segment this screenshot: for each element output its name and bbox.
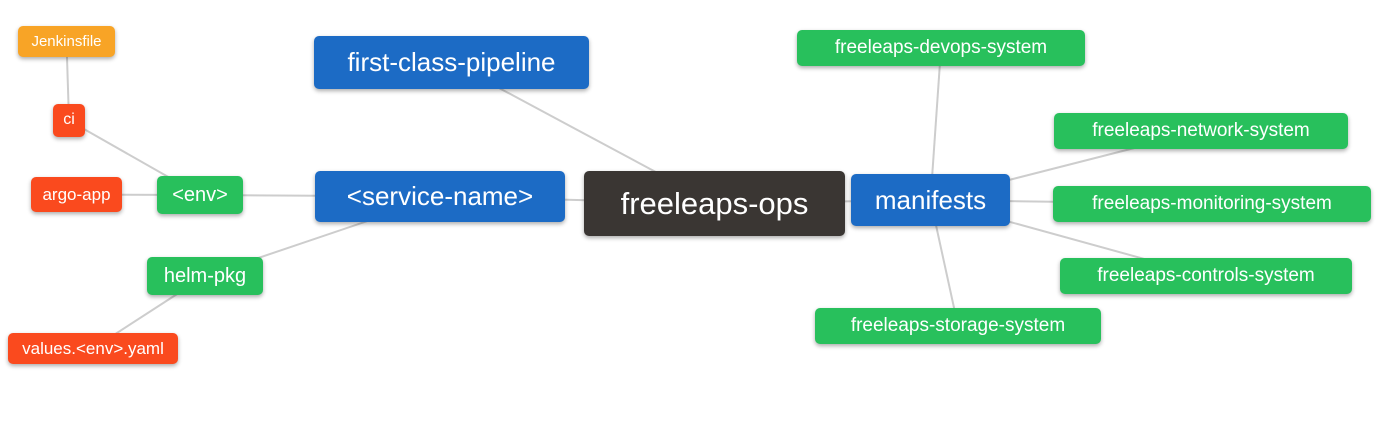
node-values-env-yaml[interactable]: values.<env>.yaml [8, 333, 178, 364]
node-label: freeleaps-monitoring-system [1092, 193, 1332, 214]
node-label: freeleaps-network-system [1092, 120, 1310, 141]
node-ci[interactable]: ci [53, 104, 85, 137]
node-label: Jenkinsfile [31, 32, 102, 50]
node-label: freeleaps-devops-system [834, 37, 1048, 58]
node-argo-app[interactable]: argo-app [31, 177, 122, 212]
node-freeleaps-storage-system[interactable]: freeleaps-storage-system [815, 308, 1101, 344]
node-label: <service-name> [346, 181, 534, 211]
node-freeleaps-devops-system[interactable]: freeleaps-devops-system [797, 30, 1085, 66]
node-freeleaps-ops[interactable]: freeleaps-ops [584, 171, 845, 236]
node-env[interactable]: <env> [157, 176, 243, 214]
node-service-name[interactable]: <service-name> [315, 171, 565, 222]
node-label: argo-app [42, 184, 111, 204]
node-helm-pkg[interactable]: helm-pkg [147, 257, 263, 295]
node-label: ci [63, 111, 75, 128]
node-label: freeleaps-ops [620, 185, 809, 221]
node-first-class-pipeline[interactable]: first-class-pipeline [314, 36, 589, 89]
node-label: helm-pkg [163, 264, 247, 287]
node-label: first-class-pipeline [347, 47, 556, 77]
node-freeleaps-monitoring-system[interactable]: freeleaps-monitoring-system [1053, 186, 1371, 222]
node-label: freeleaps-storage-system [850, 315, 1066, 336]
node-manifests[interactable]: manifests [851, 174, 1010, 226]
node-label: manifests [874, 184, 987, 215]
node-label: freeleaps-controls-system [1097, 265, 1315, 286]
node-label: values.<env>.yaml [22, 338, 164, 358]
node-freeleaps-controls-system[interactable]: freeleaps-controls-system [1060, 258, 1352, 294]
node-freeleaps-network-system[interactable]: freeleaps-network-system [1054, 113, 1348, 149]
node-jenkinsfile[interactable]: Jenkinsfile [18, 26, 115, 57]
node-label: <env> [172, 183, 228, 206]
